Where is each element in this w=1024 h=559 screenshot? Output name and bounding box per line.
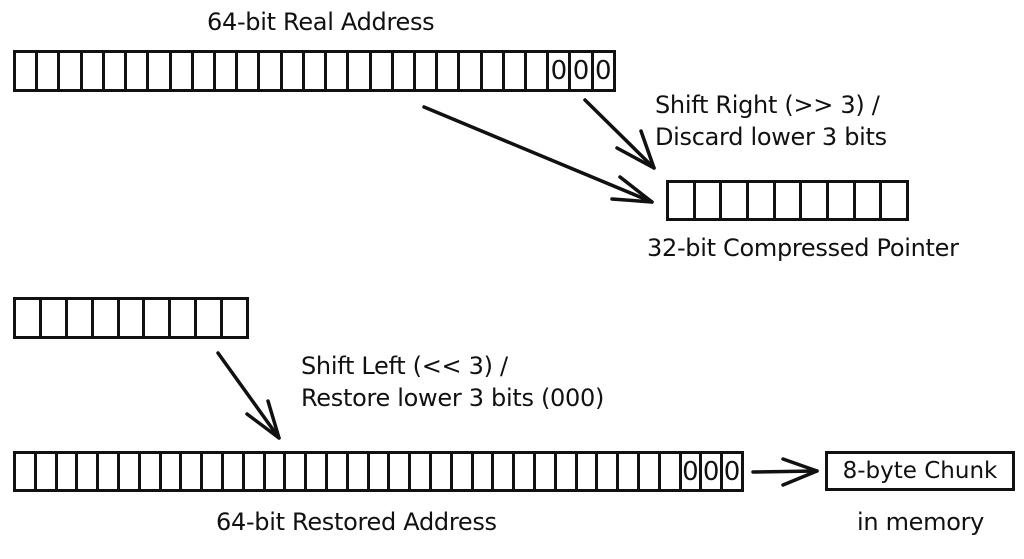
bit-cell	[328, 454, 349, 489]
bit-cell	[194, 53, 216, 89]
bit-cell	[527, 53, 550, 89]
bit-cell	[307, 454, 328, 489]
compressed-pointer-bar	[666, 180, 909, 221]
bit-cell	[856, 183, 883, 218]
bit-cell	[83, 53, 105, 89]
zero-bit-cell: 0	[549, 53, 572, 89]
bit-cell	[619, 454, 640, 489]
bit-cell	[661, 454, 682, 489]
bit-cell	[722, 183, 750, 218]
bit-cell	[171, 300, 198, 336]
arrow-zeros-discarded	[583, 98, 656, 170]
bit-cell	[802, 183, 830, 218]
bit-cell	[58, 454, 79, 489]
memory-chunk-box: 8-byte Chunk	[825, 451, 1015, 491]
bit-cell	[578, 454, 599, 489]
bit-cell	[505, 53, 528, 89]
bit-cell	[460, 53, 483, 89]
bit-cell	[99, 454, 120, 489]
zero-bit-cell: 0	[682, 454, 703, 489]
source-pointer-bar	[13, 297, 249, 339]
bit-cell	[286, 454, 308, 489]
bit-cell	[432, 454, 453, 489]
bit-cell	[305, 53, 328, 89]
bit-cell	[327, 53, 350, 89]
bit-cell	[16, 300, 42, 336]
shift-left-label-line2: Restore lower 3 bits (000)	[301, 384, 605, 412]
bit-cell	[141, 454, 162, 489]
bit-cell	[224, 454, 245, 489]
bit-cell	[416, 53, 439, 89]
bit-cell	[411, 454, 432, 489]
bit-cell	[749, 183, 776, 218]
bit-cell	[238, 53, 261, 89]
memory-chunk-label: 8-byte Chunk	[842, 458, 998, 484]
bit-cell	[38, 53, 61, 89]
bit-cell	[94, 300, 120, 336]
bit-cell	[245, 454, 266, 489]
arrow-restored-to-chunk	[751, 457, 819, 487]
bit-cell	[483, 53, 505, 89]
bit-cell	[453, 454, 474, 489]
arrow-real-to-compressed	[422, 105, 654, 204]
bit-cell	[16, 53, 39, 89]
zero-bit-cell: 0	[595, 56, 612, 86]
bit-cell	[172, 53, 194, 89]
bit-cell	[474, 454, 495, 489]
bit-cell	[182, 454, 204, 489]
bit-cell	[197, 300, 224, 336]
bit-cell	[372, 53, 394, 89]
bit-cell	[149, 53, 172, 89]
shift-right-label-line1: Shift Right (>> 3) /	[655, 91, 880, 119]
memory-chunk-caption: in memory	[857, 508, 985, 536]
zero-bit-cell: 0	[702, 454, 724, 489]
bit-cell	[78, 454, 100, 489]
bit-cell	[216, 53, 239, 89]
zero-bit-cell: 0	[571, 53, 594, 89]
bit-cell	[260, 53, 283, 89]
bit-cell	[349, 53, 372, 89]
arrow-pointer-to-restored	[216, 351, 281, 440]
bit-cell	[536, 454, 557, 489]
bit-cell	[203, 454, 224, 489]
compressed-pointer-title: 32-bit Compressed Pointer	[647, 234, 959, 262]
bit-cell	[162, 454, 183, 489]
bit-cell	[829, 183, 856, 218]
bit-cell	[120, 300, 146, 336]
bit-cell	[557, 454, 578, 489]
bit-cell	[640, 454, 661, 489]
bit-cell	[60, 53, 83, 89]
bit-cell	[370, 454, 391, 489]
bit-cell	[266, 454, 287, 489]
bit-cell	[438, 53, 461, 89]
bit-cell	[145, 300, 172, 336]
bit-cell	[390, 454, 412, 489]
bit-cell	[349, 454, 370, 489]
bit-cell	[669, 183, 696, 218]
bit-cell	[16, 454, 37, 489]
bit-cell	[42, 300, 68, 336]
zero-bit-cell: 0	[723, 456, 741, 487]
bit-cell	[68, 300, 94, 336]
bit-cell	[696, 183, 723, 218]
bit-cell	[283, 53, 305, 89]
bit-cell	[515, 454, 536, 489]
bit-cell	[598, 454, 620, 489]
bit-cell	[120, 454, 141, 489]
shift-right-label-line2: Discard lower 3 bits	[655, 123, 887, 151]
bit-cell	[127, 53, 150, 89]
bit-cell	[37, 454, 58, 489]
shift-left-label-line1: Shift Left (<< 3) /	[301, 352, 508, 380]
real-address-title: 64-bit Real Address	[207, 8, 435, 36]
bit-cell	[105, 53, 128, 89]
bit-cell	[394, 53, 416, 89]
bit-cell	[776, 183, 803, 218]
bit-cell	[494, 454, 516, 489]
restored-address-title: 64-bit Restored Address	[216, 508, 497, 536]
